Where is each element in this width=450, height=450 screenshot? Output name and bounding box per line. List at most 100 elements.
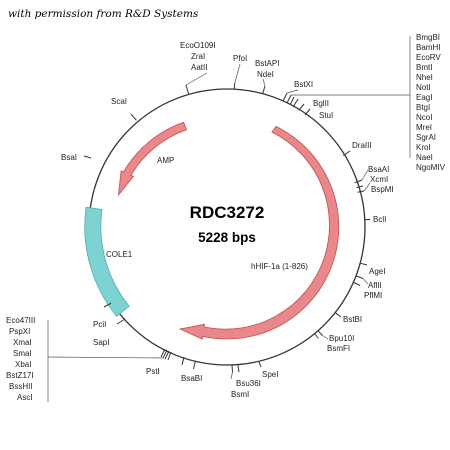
site-label: PspXI [9,327,30,336]
tick-line [164,350,170,360]
site-label: XmaI [13,338,32,347]
tick-line [130,113,137,121]
site-label: BstAPI [255,59,279,68]
site-label: Bsu36I [236,379,261,388]
tick-line [360,262,368,266]
site-label: StuI [319,111,333,120]
leader-line [361,169,369,181]
site-label: NaeI [416,153,433,162]
feature-label-amp: AMP [157,156,174,165]
site-label: DraIII [352,141,372,150]
site-label: NotI [416,83,431,92]
tick-line [193,360,196,370]
leader-line [286,89,299,94]
site-label: EagI [416,93,432,102]
tick-line [262,85,266,94]
credit-note: with permission from R&D Systems [8,8,199,20]
site-label: BsaBI [181,374,202,383]
plasmid-name: RDC3272 [190,203,265,222]
site-label: SapI [93,338,109,347]
feature-label-cole1: COLE1 [106,250,133,259]
site-label: KroI [416,143,431,152]
leader-line [234,63,241,84]
tick-line [342,150,351,156]
site-label: AscI [17,393,33,402]
tick-line [167,351,172,361]
feature-cole1-band[interactable] [84,206,130,317]
site-label: BsaI [61,153,77,162]
site-label: SpeI [262,370,278,379]
site-label: BsaAI [368,165,389,174]
tick-line [233,82,236,90]
leader-line [362,278,369,285]
tick-line [317,330,323,336]
site-label: EcoO109I [180,41,216,50]
site-label: AatII [191,63,207,72]
site-label: PciI [93,320,106,329]
site-label: ZraI [191,52,205,61]
site-label: BglII [313,99,329,108]
site-label: NgoMIV [416,163,446,172]
site-label: PfoI [233,54,247,63]
site-label: AflII [368,281,382,290]
tick-line [103,302,112,308]
feature-hif1a-arrow[interactable] [178,125,340,340]
tick-line [258,361,262,368]
tick-line [304,108,311,116]
site-label: NheI [416,73,433,82]
tick-line [282,92,288,102]
tick-line [314,333,319,339]
site-label: MreI [416,123,432,132]
tick-line [298,103,305,111]
tick-line [160,348,166,358]
tick-line [116,318,126,325]
leader-line [230,371,233,380]
site-label: BmgBI [416,33,440,42]
plasmid-size: 5228 bps [198,230,256,245]
site-label: PstI [146,367,160,376]
tick-line [181,356,185,366]
tick-line [292,98,299,108]
site-label: BmtI [416,63,432,72]
tick-line [357,190,365,193]
site-label: NcoI [416,113,432,122]
leader-line [185,72,208,86]
site-label: BstXI [294,80,313,89]
site-label: BamHI [416,43,440,52]
tick-line [353,282,361,286]
tick-line [334,312,342,318]
tick-line [185,84,190,95]
tick-line [289,96,295,106]
site-label: NdeI [257,70,274,79]
site-label: BstZ17I [6,371,34,380]
site-label: SgrAI [416,133,436,142]
site-label: SmaI [13,349,32,358]
feature-label-hif1a: hHIF-1a (1-826) [251,262,308,271]
feature-amp-arrow[interactable] [117,121,188,197]
site-label: EcoRV [416,53,441,62]
site-label: Eco47III [6,316,35,325]
site-label: Bpu10I [329,334,354,343]
tick-line [354,179,363,184]
site-label: XbaI [15,360,31,369]
plasmid-backbone [88,88,366,366]
tick-line [356,185,364,189]
site-label: BsmI [231,390,249,399]
tick-line [231,364,233,373]
site-label: BsmFI [327,344,350,353]
tick-line [162,349,168,359]
tick-line [237,364,240,373]
leader-line [47,356,164,359]
leader-line [262,78,266,87]
site-label: BstBI [343,315,362,324]
site-label: BtgI [416,103,430,112]
site-label: BssHII [9,382,33,391]
site-label: PflMI [364,291,382,300]
site-label: BspMI [371,185,394,194]
tick-line [83,155,92,159]
site-label: BclI [373,215,386,224]
site-label: ScaI [111,97,127,106]
site-label: XcmI [370,175,388,184]
site-label: AgeI [369,267,385,276]
